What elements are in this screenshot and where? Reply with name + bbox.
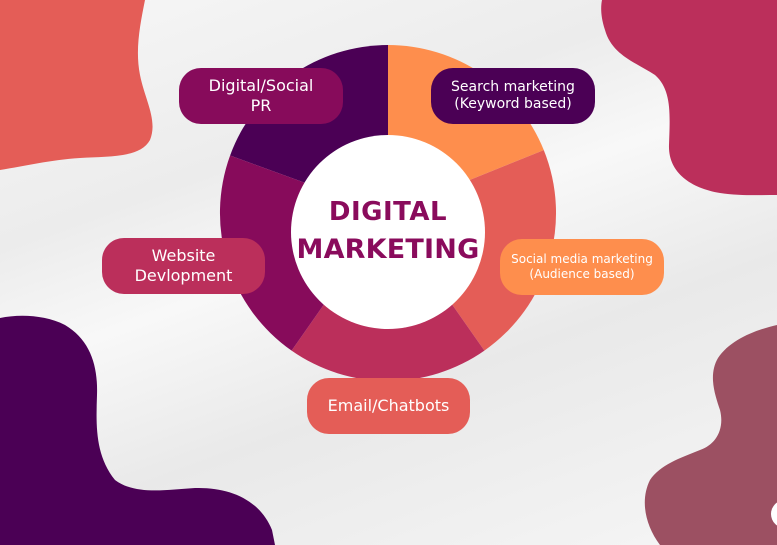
center-circle [291,135,485,329]
blob-bottom-right [644,325,777,545]
label-line-2: (Keyword based) [454,96,572,112]
blob-bottom-left [0,315,275,545]
label-line-1: Email/Chatbots [327,396,450,415]
label-line-1: Digital/Social [208,76,314,95]
label-line-2: PR [250,96,272,115]
blob-dot-white [771,502,777,526]
label-line-1: Search marketing [451,78,575,95]
blob-top-left [0,0,153,170]
label-digital-social-pr: Digital/Social PR [179,68,343,124]
label-line-2: Devlopment [134,266,233,285]
center-title: DIGITAL MARKETING [291,193,485,269]
label-line-2: (Audience based) [529,267,635,281]
label-social-media-marketing: Social media marketing (Audience based) [500,239,664,295]
label-line-1: Website [151,246,216,265]
label-search-marketing: Search marketing (Keyword based) [431,68,595,124]
label-website-development: Website Devlopment [102,238,265,294]
blob-top-right [601,0,777,196]
title-line-2: MARKETING [296,234,480,265]
label-line-1: Social media marketing [511,252,653,266]
label-email-chatbots: Email/Chatbots [307,378,470,434]
title-line-1: DIGITAL [328,197,448,227]
